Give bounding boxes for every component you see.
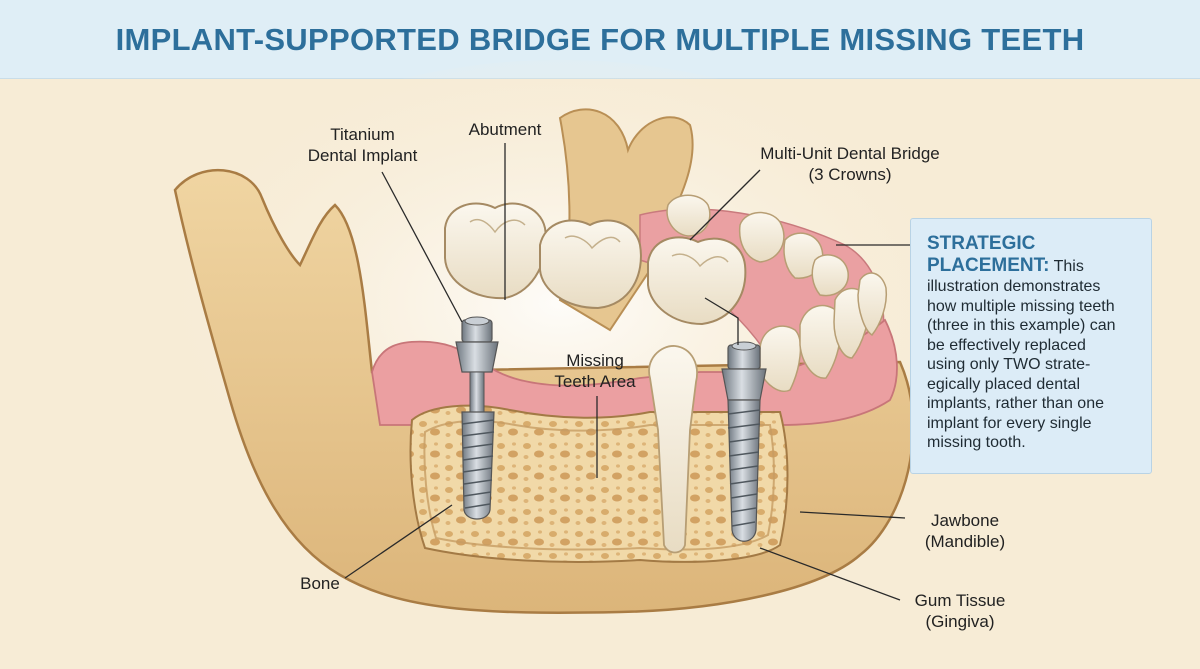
info-line-2: how multiple missing teeth	[927, 297, 1115, 315]
diagram-title: IMPLANT-SUPPORTED BRIDGE FOR MULTIPLE MI…	[115, 22, 1085, 57]
info-heading-row: PLACEMENT: This	[927, 255, 1139, 277]
left-implant	[455, 316, 499, 520]
jawbone-label-line2: (Mandible)	[924, 532, 1006, 551]
info-line-7: implants, rather than one	[927, 395, 1104, 412]
info-line-9: missing tooth.	[927, 434, 1026, 451]
info-line-4: be effectively replaced	[927, 336, 1086, 354]
info-heading-tail: This	[1049, 258, 1084, 275]
bone-label: Bone	[285, 573, 355, 594]
abutment-label: Abutment	[455, 119, 555, 140]
info-line-8: implant for every single	[927, 414, 1092, 432]
info-heading-line2: PLACEMENT:	[927, 255, 1050, 276]
titanium-implant-label-line2: Dental Implant	[307, 146, 418, 165]
strategic-placement-box: STRATEGIC PLACEMENT: This illustration d…	[910, 218, 1152, 474]
missing-teeth-label: Missing Teeth Area	[535, 350, 655, 392]
gum-tissue-label: Gum Tissue (Gingiva)	[895, 590, 1025, 632]
bone-label-text: Bone	[300, 574, 340, 593]
abutment-label-text: Abutment	[468, 120, 542, 139]
jawbone-label-line1: Jawbone	[930, 511, 1000, 530]
cortical-outline	[423, 419, 775, 551]
info-line-3: (three in this example) can	[927, 317, 1116, 334]
titanium-implant-label-line1: Titanium	[330, 125, 395, 144]
jawbone-label: Jawbone (Mandible)	[900, 510, 1030, 552]
info-line-1: illustration demonstrates	[927, 278, 1101, 295]
titanium-implant-label: Titanium Dental Implant	[300, 124, 425, 166]
natural-tooth	[648, 345, 698, 554]
bone-cross-section	[409, 404, 789, 563]
missing-teeth-label-line2: Teeth Area	[554, 372, 636, 391]
leader-lines	[344, 143, 912, 601]
dental-bridge	[444, 202, 747, 326]
info-heading-line1: STRATEGIC	[927, 233, 1036, 254]
gum-tissue-label-line1: Gum Tissue	[914, 591, 1006, 610]
bridge-label-line2: (3 Crowns)	[808, 165, 892, 184]
gum-tissue-label-line2: (Gingiva)	[925, 612, 995, 631]
missing-teeth-label-line1: Missing	[566, 351, 624, 370]
bridge-label-line1: Multi-Unit Dental Bridge	[760, 144, 940, 163]
arch-teeth	[666, 194, 888, 392]
bridge-label: Multi-Unit Dental Bridge (3 Crowns)	[745, 143, 955, 185]
info-line-6: egically placed dental	[927, 375, 1080, 393]
info-line-5: using only TWO strate-	[927, 356, 1091, 373]
